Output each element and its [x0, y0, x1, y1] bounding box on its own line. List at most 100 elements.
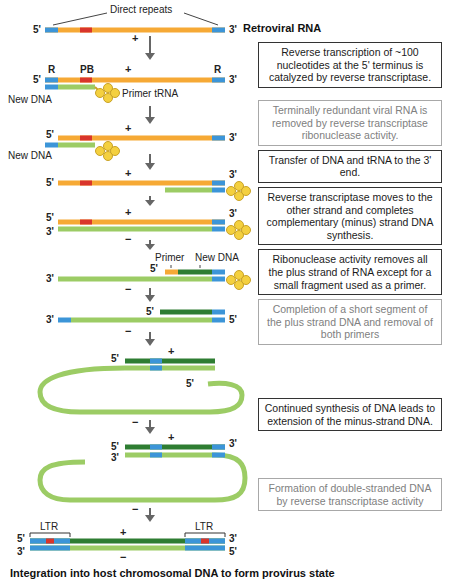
step-arrow: [145, 154, 155, 170]
step-text: Continued synthesis of DNA leads to exte…: [264, 402, 436, 427]
strand-end-label: PB: [80, 64, 94, 75]
ltr-bracket: [185, 533, 225, 537]
step-text: Reverse transcription of ~100 nucleotide…: [264, 46, 436, 84]
pb-segment: [80, 78, 92, 83]
step-box: Formation of double-stranded DNA by reve…: [258, 478, 442, 511]
arrow-head: [145, 117, 155, 124]
annotation: New DNA: [195, 252, 239, 263]
polarity-sign: +: [125, 207, 131, 218]
strand-end-label: 5': [46, 129, 54, 140]
ltr-bracket: [30, 533, 70, 537]
dna-strand: [58, 85, 95, 90]
trna-lobe: [242, 276, 251, 285]
arrow-shaft: [149, 420, 151, 428]
arrow-head: [145, 427, 155, 434]
ltr-segment: [185, 546, 225, 551]
leader-line: [53, 13, 107, 25]
strand-end-label: 3': [229, 169, 237, 180]
step-arrow: [145, 288, 155, 302]
leader-line: [184, 13, 218, 25]
minus-dna-loop: [40, 455, 245, 500]
strand-end-label: 3': [229, 24, 237, 35]
plus-dna: [212, 445, 225, 450]
rna-primer-fragment: [165, 270, 178, 275]
strand-end-label: 3': [17, 546, 25, 557]
repeat-segment: [45, 28, 58, 33]
arrow-shaft: [149, 508, 151, 516]
step-arrow: [145, 106, 155, 124]
polarity-sign: +: [125, 64, 131, 75]
dna-strand: [212, 188, 225, 193]
strand-end-label: 5': [33, 74, 41, 85]
dna-strand: [45, 85, 58, 90]
arrow-shaft: [149, 106, 151, 118]
repeat-segment: [212, 28, 225, 33]
step-box: Completion of a short segment of the plu…: [258, 299, 442, 345]
minus-dna-loop: [40, 368, 242, 412]
polarity-sign: −: [120, 552, 126, 563]
polarity-sign: −: [132, 417, 138, 428]
step-text: Terminally redundant viral RNA is remove…: [264, 104, 436, 142]
plus-dna: [212, 270, 225, 275]
polarity-sign: +: [168, 346, 174, 357]
plus-dna: [150, 445, 162, 450]
heading-label: Retroviral RNA: [243, 22, 321, 35]
polarity-sign: −: [125, 234, 131, 245]
dna-strand: [58, 143, 95, 148]
pb-segment: [80, 28, 92, 33]
step-box: Terminally redundant viral RNA is remove…: [258, 100, 442, 146]
rna-strand: [45, 78, 225, 83]
dna-strand: [58, 318, 71, 323]
strand-end-label: 3': [229, 74, 237, 85]
rna-strand: [58, 220, 225, 225]
strand-end-label: 5': [150, 263, 158, 274]
strand-end-label: 5': [229, 546, 237, 557]
strand-end-label: 5': [46, 212, 54, 223]
strand-end-label: 5': [46, 177, 54, 188]
arrow-head: [145, 515, 155, 522]
trna-lobe: [242, 226, 251, 235]
trna-lobe: [227, 276, 236, 285]
trna-lobe: [111, 89, 120, 98]
ltr-segment: [185, 539, 225, 544]
arrow-shaft: [149, 288, 151, 296]
plus-dna: [212, 310, 225, 315]
trna-lobe: [96, 89, 105, 98]
step-box: Ribonuclease activity removes all the pl…: [258, 249, 442, 295]
strand-end-label: 5': [17, 533, 25, 544]
step-arrow: [145, 508, 155, 522]
plus-dna: [125, 359, 215, 364]
dna-strand: [212, 277, 225, 282]
dna-strand: [71, 318, 212, 323]
trna-primer: [96, 142, 120, 161]
plus-dna: [160, 310, 212, 315]
dna-strand: [212, 227, 225, 232]
strand-end-label: R: [48, 64, 55, 75]
annotation: Primer tRNA: [122, 88, 178, 99]
strand-end-label: R: [214, 64, 221, 75]
dna-strand: [150, 453, 162, 458]
arrow-head: [145, 163, 155, 170]
polarity-sign: −: [125, 284, 131, 295]
dna-strand: [30, 546, 225, 551]
ltr-segment: [46, 539, 54, 544]
step-arrow: [145, 196, 155, 206]
trna-lobe: [111, 147, 120, 156]
annotation: Primer: [155, 252, 184, 263]
polarity-sign: +: [168, 432, 174, 443]
arrow-head: [145, 200, 155, 206]
strand-end-label: 3': [46, 226, 54, 237]
step-box: Reverse transcriptase moves to the other…: [258, 187, 442, 245]
arrow-head: [145, 295, 155, 302]
plus-dna: [150, 359, 162, 364]
polarity-sign: +: [120, 527, 126, 538]
trna-lobe: [242, 187, 251, 196]
repeat-segment: [212, 136, 225, 141]
pb-segment: [80, 220, 92, 225]
step-text: Ribonuclease activity removes all the pl…: [264, 253, 436, 291]
polarity-sign: +: [132, 33, 138, 44]
ltr-segment: [30, 546, 70, 551]
annotation: New DNA: [8, 150, 52, 161]
repeat-segment: [212, 181, 225, 186]
